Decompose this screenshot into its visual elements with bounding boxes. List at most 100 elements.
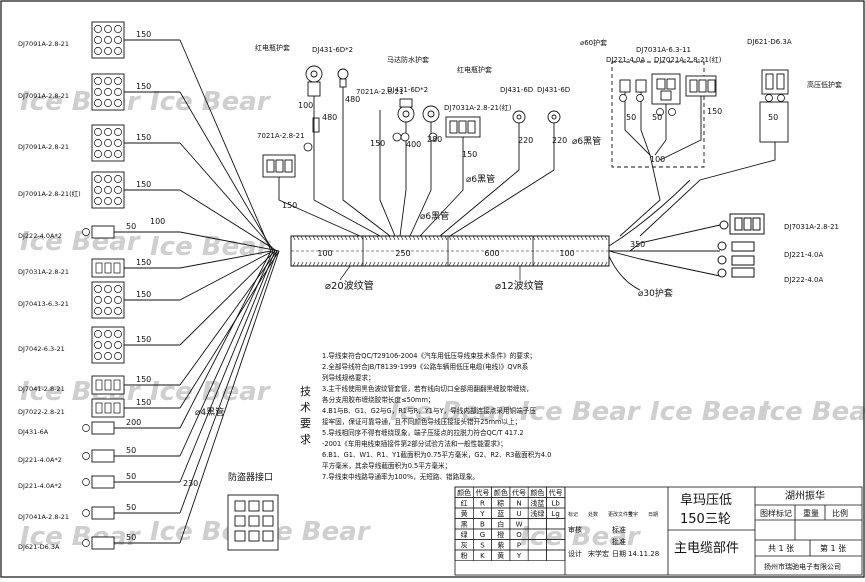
rib	[572, 235, 576, 241]
pin	[104, 402, 112, 414]
rib	[420, 261, 424, 267]
rib	[396, 235, 400, 241]
rib	[576, 261, 580, 267]
rib	[592, 261, 596, 267]
revision-col-label: 签字	[628, 511, 638, 518]
pin	[114, 47, 122, 55]
color-table-text: 紫	[497, 542, 504, 550]
color-table-text: 绿	[461, 530, 468, 539]
pin	[94, 296, 102, 304]
title-model: 阜玛压低	[680, 492, 732, 508]
anti-theft-label: 防盗器接口	[228, 471, 273, 483]
pin	[114, 186, 122, 194]
trunk-corrugation	[292, 235, 608, 267]
right-connector-2b-body	[731, 255, 755, 266]
rib	[460, 261, 464, 267]
rib	[352, 235, 356, 241]
wire-to-trunk	[179, 250, 274, 457]
wire-to-trunk	[179, 91, 274, 252]
rib	[508, 261, 512, 267]
rib	[464, 235, 468, 241]
rib	[404, 261, 408, 267]
label-dj621-d63a: DJ621-D6.3A	[747, 38, 792, 46]
rib	[488, 235, 492, 241]
rib	[488, 261, 492, 267]
label-dj431-6d-b: DJ431-6D	[537, 86, 570, 94]
revision-columns: 标记处数更改文件号签字日期	[568, 511, 658, 518]
left-connector-label: DJ222-4.0A*2	[18, 232, 62, 240]
rib	[412, 261, 416, 267]
pin	[104, 197, 112, 205]
pin	[734, 217, 743, 231]
color-table-text: 浅蓝	[530, 499, 544, 508]
wire-to-trunk	[179, 250, 280, 544]
watermark-text: Ice Bear	[150, 377, 272, 407]
len-350: 350	[630, 240, 645, 249]
requirement-line: 列导线规格要求；	[322, 373, 375, 382]
left-connector-label: DJ7041A-2.8-21	[18, 513, 69, 521]
rib	[600, 235, 604, 241]
wire-tag	[82, 228, 90, 236]
rib	[412, 235, 416, 241]
pin	[94, 175, 102, 183]
requirement-line: 5.导线相同序不得有缠绕现象，端子压接点的拉脱力符合QC/T 417.2	[322, 428, 524, 437]
rib	[376, 235, 380, 241]
wire-to-trunk	[179, 250, 272, 269]
pin	[113, 402, 121, 414]
pin	[104, 36, 112, 44]
pin	[104, 262, 112, 274]
pin	[104, 139, 112, 147]
requirement-line: 4.B1与B、G1、G2与G，R1与R，Y1与Y，导线内部连接点采用铜端子压	[322, 406, 536, 415]
top-right-connectors	[611, 61, 789, 237]
color-table-text: 代号	[475, 488, 489, 497]
rib	[396, 261, 400, 267]
tube-20-label: ⌀20波纹管	[325, 279, 374, 292]
wire-to-trunk	[179, 189, 278, 252]
color-table-text: 代号	[512, 488, 526, 497]
rib	[308, 235, 312, 241]
rib	[592, 235, 596, 241]
revision-col-label: 日期	[648, 512, 658, 518]
rib	[440, 261, 444, 267]
rib	[392, 235, 396, 241]
color-table-text: R	[480, 500, 485, 508]
color-table-text: Lg	[551, 510, 559, 518]
revision-col-label: 处数	[588, 511, 598, 518]
pin	[104, 341, 112, 349]
rib	[440, 235, 444, 241]
rib	[368, 261, 372, 267]
rib	[320, 235, 324, 241]
tube-12-label: ⌀12波纹管	[495, 279, 544, 292]
rib	[580, 261, 584, 267]
wire-length-2: 100	[150, 217, 165, 226]
left-connector-body	[91, 506, 115, 520]
requirement-line: 接牢固，保证可靠导通，且不同颜色导线压接接头错开25mm以上；	[322, 417, 521, 426]
color-table-text: 白	[497, 520, 504, 529]
rib	[596, 235, 600, 241]
rib	[368, 235, 372, 241]
trunk-seg-2: 250	[395, 249, 410, 258]
rib	[356, 235, 360, 241]
color-table-text: G	[480, 531, 485, 539]
rib	[340, 235, 344, 241]
rib	[504, 235, 508, 241]
rib	[528, 261, 532, 267]
wire-to-trunk	[179, 250, 274, 301]
right-conn-1-label: DJ7031A-2.8-21	[784, 223, 839, 231]
rib	[600, 261, 604, 267]
rib	[348, 261, 352, 267]
top-right-wire-tags	[619, 94, 785, 116]
rib	[356, 261, 360, 267]
rib	[484, 261, 488, 267]
rib	[444, 235, 448, 241]
label-dj7031a-63: DJ7031A-6.3-11	[636, 46, 691, 54]
color-table-text: S	[480, 542, 485, 550]
rib	[496, 261, 500, 267]
rib	[300, 261, 304, 267]
len-400: 400	[406, 140, 421, 149]
color-table-text: 粉	[461, 551, 468, 560]
rib	[468, 235, 472, 241]
